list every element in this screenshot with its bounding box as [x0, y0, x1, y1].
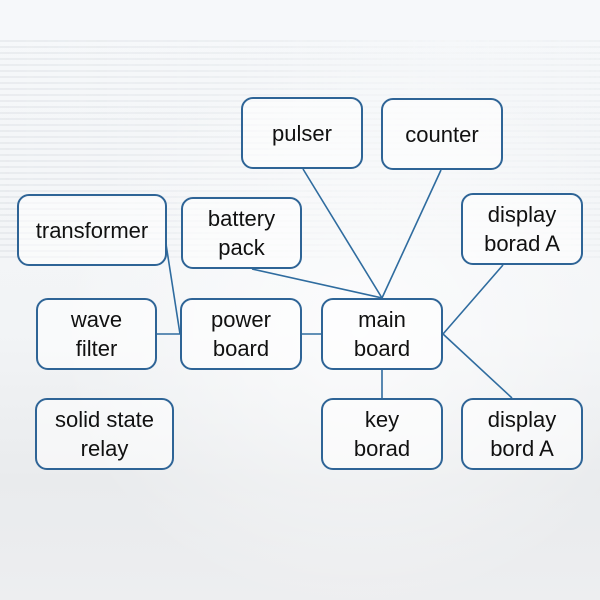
node-pulser: pulser [241, 97, 363, 169]
edge-main-board-display-bord-a [442, 333, 513, 399]
edge-transformer-power-board [165, 243, 181, 335]
node-main-board: main board [321, 298, 443, 370]
edge-battery-pack-main-board [251, 268, 383, 299]
node-wave-filter: wave filter [36, 298, 157, 370]
node-counter: counter [381, 98, 503, 170]
node-transformer: transformer [17, 194, 167, 266]
node-solid-state-relay: solid state relay [35, 398, 174, 470]
node-key-borad: key borad [321, 398, 443, 470]
node-power-board: power board [180, 298, 302, 370]
node-display-borad-a: display borad A [461, 193, 583, 265]
edge-display-borad-a-main-board [442, 264, 504, 335]
node-battery-pack: battery pack [181, 197, 302, 269]
node-display-bord-a: display bord A [461, 398, 583, 470]
edge-counter-main-board [381, 169, 442, 299]
edge-pulser-main-board [302, 168, 383, 299]
